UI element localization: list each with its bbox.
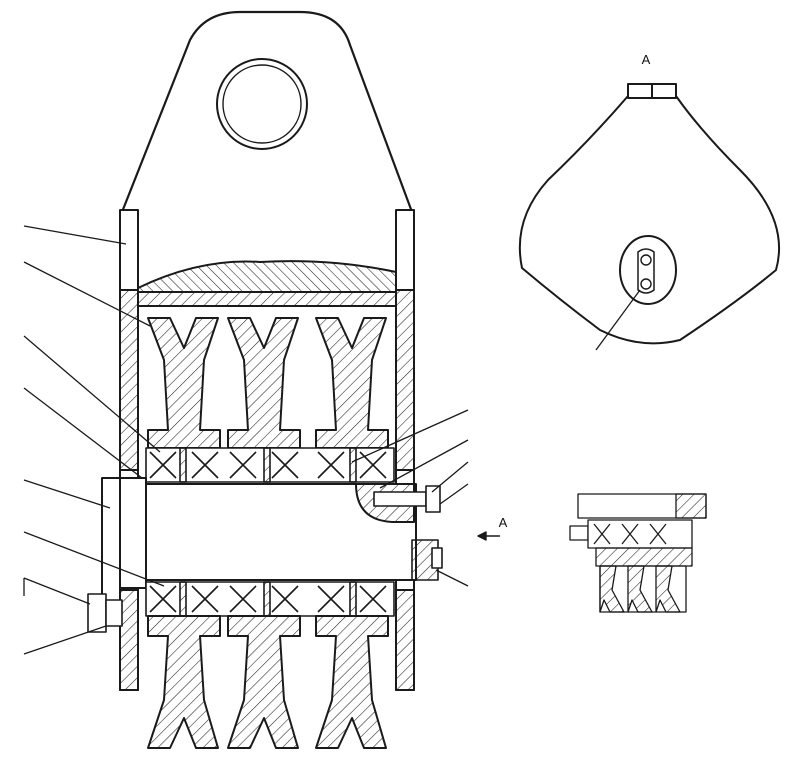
section-view-label: A xyxy=(642,52,651,67)
lug-eye-inner xyxy=(222,64,302,144)
sheave-upper-1 xyxy=(147,317,221,449)
lug-eye-outer xyxy=(216,58,308,150)
left-bolt xyxy=(87,593,123,633)
sheave-upper-3 xyxy=(315,317,389,449)
sheave-lower-1 xyxy=(147,615,221,749)
lifting-lug xyxy=(120,10,414,213)
top-cover xyxy=(137,260,397,307)
bearings-lower xyxy=(145,581,395,617)
end-bolt xyxy=(373,485,443,581)
sheave-lower-3 xyxy=(315,615,389,749)
sheave-lower-2 xyxy=(227,615,301,749)
section-view-a xyxy=(518,83,780,351)
direction-arrow-label: A xyxy=(499,515,508,530)
small-assembly-view xyxy=(569,493,707,613)
axle xyxy=(101,477,417,609)
sheave-upper-2 xyxy=(227,317,301,449)
leader-lines-left xyxy=(23,225,165,655)
right-side-plate xyxy=(395,209,415,691)
view-direction-arrow xyxy=(477,531,500,541)
bearings-upper xyxy=(145,447,395,483)
leader-lines-right xyxy=(351,409,469,587)
